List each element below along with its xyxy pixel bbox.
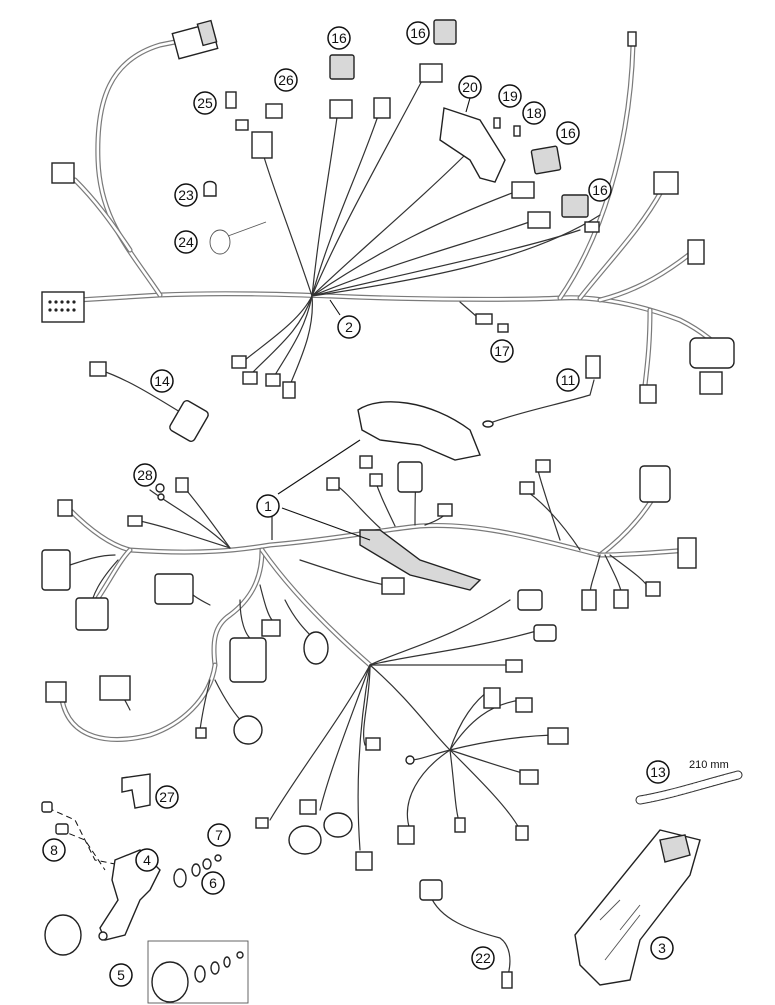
callout-5: 5: [109, 963, 133, 987]
callout-16b: 16: [406, 21, 430, 45]
svg-text:13: 13: [650, 764, 666, 780]
callout-1: 1: [256, 494, 280, 518]
callout-28: 28: [133, 463, 157, 487]
svg-text:16: 16: [410, 25, 426, 41]
sub-harness-14: [89, 361, 209, 442]
svg-text:16: 16: [331, 30, 347, 46]
svg-text:7: 7: [215, 827, 223, 843]
leader-2: [329, 299, 341, 316]
svg-text:24: 24: [178, 234, 194, 250]
cable-22: [419, 879, 513, 989]
svg-text:5: 5: [117, 967, 125, 983]
callout-17: 17: [490, 339, 514, 363]
svg-text:4: 4: [143, 852, 151, 868]
svg-text:26: 26: [278, 72, 294, 88]
svg-text:3: 3: [658, 940, 666, 956]
svg-text:18: 18: [526, 105, 542, 121]
svg-text:1: 1: [264, 498, 272, 514]
svg-text:28: 28: [137, 467, 153, 483]
bracket-3: [574, 829, 701, 986]
callout-24: 24: [174, 230, 198, 254]
corrugated-conduit-13: [635, 770, 743, 805]
callout-3: 3: [650, 936, 674, 960]
callout-20: 20: [458, 75, 482, 99]
callout-23: 23: [174, 183, 198, 207]
callout-4: 4: [135, 848, 159, 872]
callout-6: 6: [201, 871, 225, 895]
multi-pin-connector-left: [48, 300, 76, 312]
callout-13: 13: [646, 760, 670, 784]
callout-26: 26: [274, 68, 298, 92]
callout-27: 27: [155, 785, 179, 809]
svg-text:20: 20: [462, 79, 478, 95]
bracket-assembly-4: [41, 801, 222, 956]
svg-text:11: 11: [561, 372, 576, 388]
dimension-label: 210 mm: [689, 759, 729, 771]
svg-text:25: 25: [197, 95, 213, 111]
leader-1a: [277, 439, 361, 495]
cable-11: [482, 355, 601, 428]
svg-text:17: 17: [494, 343, 510, 359]
callout-11: 11: [556, 368, 580, 392]
leader-1c: [281, 507, 371, 541]
callout-19: 19: [498, 84, 522, 108]
svg-text:27: 27: [159, 789, 175, 805]
svg-text:22: 22: [475, 950, 491, 966]
callout-18: 18: [522, 101, 546, 125]
callout-14: 14: [150, 369, 174, 393]
callout-16c: 16: [556, 121, 580, 145]
kit-box-5: [147, 940, 249, 1004]
svg-text:2: 2: [345, 319, 353, 335]
callout-16d: 16: [588, 178, 612, 202]
main-harness-lower: [59, 469, 693, 851]
svg-text:6: 6: [209, 875, 217, 891]
callout-22: 22: [471, 946, 495, 970]
callout-25: 25: [193, 91, 217, 115]
svg-text:8: 8: [50, 842, 58, 858]
svg-text:19: 19: [502, 88, 518, 104]
callout-2: 2: [337, 315, 361, 339]
svg-text:23: 23: [178, 187, 194, 203]
leader-20: [465, 97, 471, 113]
main-harness-upper: [42, 37, 733, 388]
callout-8: 8: [42, 838, 66, 862]
svg-text:16: 16: [560, 125, 576, 141]
callout-16a: 16: [327, 26, 351, 50]
callout-7: 7: [207, 823, 231, 847]
svg-text:16: 16: [592, 182, 608, 198]
bracket-27: [121, 773, 151, 809]
lower-harness-connectors: [41, 401, 697, 871]
svg-text:14: 14: [154, 373, 170, 389]
upper-harness-connectors: [41, 19, 735, 404]
